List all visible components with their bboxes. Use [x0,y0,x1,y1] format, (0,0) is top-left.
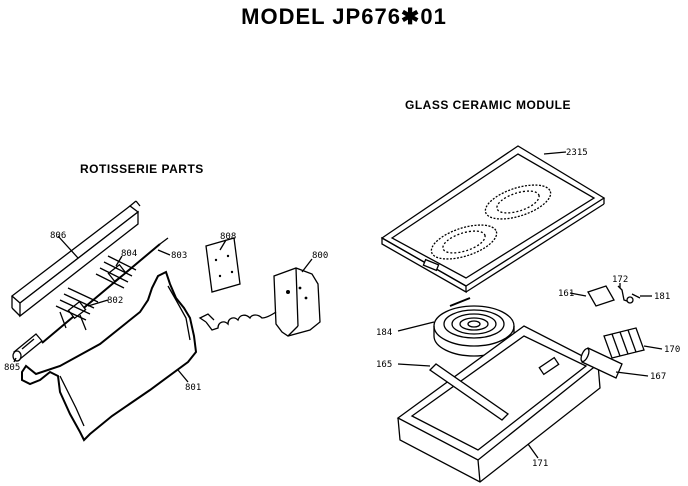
label-800: 800 [312,251,328,261]
label-808: 808 [220,232,236,242]
label-172: 172 [612,275,628,285]
part-801-wire-rack [21,270,198,442]
label-805: 805 [4,363,20,373]
label-802: 802 [107,296,123,306]
part-808-plate [205,237,241,293]
label-804: 804 [121,249,137,259]
label-161: 161 [558,289,574,299]
glass-ceramic-module-heading: GLASS CERAMIC MODULE [405,98,571,112]
label-803: 803 [171,251,187,261]
diagram-title: MODEL JP676✱01 [241,4,447,29]
label-2315: 2315 [566,148,588,158]
part-800-motor [198,267,321,337]
label-181: 181 [654,292,670,302]
part-161-bracket [587,285,615,307]
label-165: 165 [376,360,392,370]
part-171-drip-pan [396,325,601,483]
part-165-bar [428,363,510,421]
label-184: 184 [376,328,392,338]
label-167: 167 [650,372,666,382]
label-806: 806 [50,231,66,241]
rotisserie-parts-heading: ROTISSERIE PARTS [80,162,204,176]
part-802-804-forks [55,255,137,331]
part-167-tube [580,347,623,379]
part-2315-glass-top [380,145,606,294]
leader-lines [13,151,663,459]
label-170: 170 [664,345,680,355]
part-172-181-clip [617,285,641,304]
label-171: 171 [532,459,548,469]
label-801: 801 [185,383,201,393]
part-170-terminal-block [603,327,645,359]
part-803-spit-rod [12,237,169,362]
